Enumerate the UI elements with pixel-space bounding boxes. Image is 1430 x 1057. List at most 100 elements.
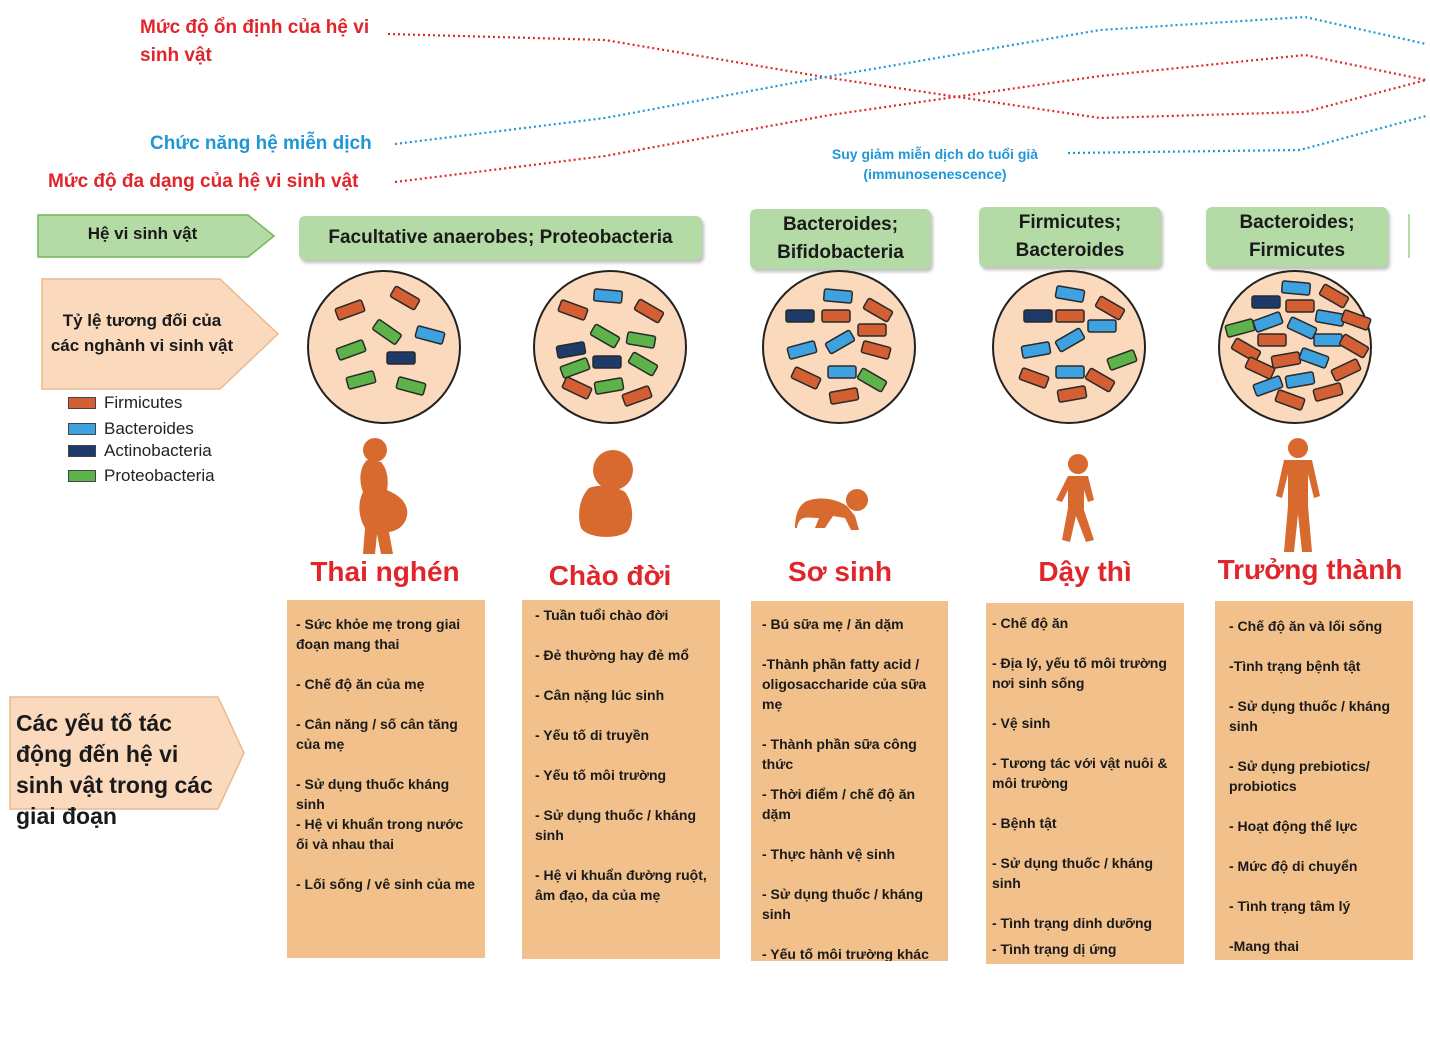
- factor-item: - Sử dụng thuốc kháng sinh: [296, 776, 450, 812]
- bacterium-icon: [335, 339, 367, 361]
- bacteria-circle-outline: [307, 270, 461, 424]
- bacterium-icon: [821, 309, 851, 323]
- microbiota-box-2-line2: Bifidobacteria: [777, 242, 904, 263]
- bacterium-icon: [334, 299, 366, 321]
- bacterium-icon: [561, 376, 593, 400]
- factor-item: - Vệ sinh: [992, 715, 1051, 731]
- factor-item: - Tình trạng dinh dưỡng: [992, 915, 1153, 931]
- bacterium-icon: [1094, 295, 1126, 321]
- bacterium-icon: [1285, 299, 1315, 313]
- bacterium-icon: [822, 288, 854, 304]
- bacterium-icon: [395, 376, 427, 396]
- stability-label: Mức độ ổn định của hệ vi sinh vật: [140, 14, 380, 70]
- ratio-row-label-line1: Tỷ lệ tương đối của: [62, 311, 222, 330]
- bacterium-icon: [860, 340, 892, 360]
- bacterium-icon: [625, 331, 657, 349]
- factor-item: - Lối sống / vê sinh của me: [296, 876, 475, 892]
- trend-lines: [387, 15, 1427, 184]
- bacterium-icon: [1284, 371, 1316, 389]
- bacterium-icon: [856, 367, 888, 393]
- bacterium-icon: [1313, 333, 1343, 347]
- legend-item-firmicutes: Firmicutes: [68, 393, 182, 413]
- bacterium-icon: [1280, 280, 1312, 296]
- bacteria-circle-so-sinh: [762, 270, 916, 424]
- bacterium-icon: [372, 319, 402, 345]
- bacterium-icon: [827, 365, 857, 379]
- child-walking-icon: [1056, 454, 1094, 542]
- bacterium-icon: [621, 385, 653, 407]
- bacterium-icon: [1318, 283, 1350, 309]
- bacterium-icon: [1298, 347, 1330, 369]
- stage-title-truong-thanh: Trưởng thành: [1217, 554, 1403, 585]
- legend-item-actinobacteria: Actinobacteria: [68, 441, 212, 461]
- immune-trend-line: [394, 15, 1427, 146]
- bacterium-icon: [389, 285, 421, 311]
- bacterium-icon: [555, 341, 587, 359]
- factor-item: - Sử dụng prebiotics/ probiotics: [1229, 758, 1370, 794]
- legend-item-bacteroides: Bacteroides: [68, 419, 194, 439]
- legend-swatch: [68, 397, 96, 409]
- microbiota-box-1: Facultative anaerobes; Proteobacteria: [299, 216, 702, 260]
- bacteria-circle-day-thi: [992, 270, 1146, 424]
- factor-item: - Đẻ thường hay đẻ mổ: [535, 647, 689, 663]
- factor-item: -Thành phần fatty acid / oligosaccharide…: [762, 656, 927, 712]
- stage-title-so-sinh: Sơ sinh: [788, 556, 892, 587]
- immunosenescence-trend-line: [1067, 114, 1427, 155]
- bacterium-icon: [857, 323, 887, 337]
- bacterium-icon: [1257, 333, 1287, 347]
- immunosenescence-line1: Suy giảm miễn dịch do tuổi già: [831, 146, 1039, 162]
- bacterium-icon: [386, 351, 416, 365]
- pregnant-woman-icon: [359, 438, 408, 554]
- microbiota-box-edge-divider: [1408, 214, 1410, 258]
- bacterium-icon: [1054, 327, 1086, 353]
- crawling-baby-icon: [795, 489, 868, 530]
- adult-icon: [1276, 438, 1320, 552]
- bacterium-icon: [1252, 311, 1284, 333]
- bacterium-icon: [1106, 349, 1138, 371]
- factor-item: - Bệnh tật: [992, 815, 1057, 831]
- immune-label: Chức năng hệ miễn dịch: [150, 133, 372, 154]
- factor-item: - Địa lý, yếu tố môi trường nơi sinh sốn…: [992, 655, 1167, 691]
- bacterium-icon: [1338, 333, 1370, 359]
- factor-box-chao-doi: - Tuần tuổi chào đời - Đẻ thường hay đẻ …: [522, 600, 720, 959]
- factor-item: - Hệ vi khuẩn trong nước ối và nhau thai: [296, 816, 464, 852]
- microbiota-box-2-line1: Bacteroides;: [782, 214, 899, 235]
- bacterium-icon: [1084, 367, 1116, 393]
- factor-item: - Tình trạng tâm lý: [1229, 898, 1351, 914]
- bacterium-icon: [785, 309, 815, 323]
- factor-item: - Tuần tuổi chào đời: [535, 607, 669, 623]
- bacterium-icon: [1056, 385, 1088, 403]
- factor-item: - Hệ vi khuẩn đường ruột, âm đạo, da của…: [535, 867, 707, 903]
- stage-title-thai-nghen: Thai nghén: [310, 556, 460, 587]
- factors-row-label: Các yếu tố tác động đến hệ vi sinh vật t…: [16, 710, 213, 829]
- bacterium-icon: [828, 387, 860, 405]
- bacterium-icon: [786, 340, 818, 360]
- stage-title-day-thi: Dậy thì: [1038, 556, 1132, 587]
- factor-item: -Tình trạng bệnh tật: [1229, 658, 1361, 674]
- factor-item: - Mức độ di chuyển: [1229, 858, 1358, 874]
- stage-title-chao-doi: Chào đời: [548, 560, 672, 591]
- legend-swatch: [68, 445, 96, 457]
- microbiota-box-4-line2: Firmicutes: [1248, 240, 1346, 261]
- immunosenescence-label: Suy giảm miễn dịch do tuổi già (immunose…: [820, 144, 1050, 184]
- bacterium-icon: [1274, 389, 1306, 411]
- bacterium-icon: [557, 299, 589, 321]
- microbiota-box-3-line1: Firmicutes;: [1018, 212, 1122, 233]
- factor-item: - Cân nặng lúc sinh: [535, 687, 665, 703]
- bacterium-icon: [1312, 382, 1344, 402]
- immunosenescence-line2: (immunosenescence): [863, 166, 1007, 182]
- bacterium-icon: [862, 297, 894, 323]
- factor-item: - Hoạt động thể lực: [1229, 818, 1358, 834]
- microbiota-box-1-text: Facultative anaerobes; Proteobacteria: [328, 227, 673, 248]
- bacterium-icon: [627, 351, 659, 377]
- bacterium-icon: [1054, 285, 1086, 303]
- bacterium-icon: [589, 323, 621, 349]
- factor-item: - Yếu tố di truyền: [535, 727, 650, 743]
- bacterium-icon: [414, 325, 446, 345]
- diversity-trend-line: [394, 53, 1427, 184]
- bacteria-circle-thai-nghen: [307, 270, 461, 424]
- legend-item-proteobacteria: Proteobacteria: [68, 466, 215, 486]
- factor-item: - Bú sữa mẹ / ăn dặm: [762, 616, 904, 632]
- bacterium-icon: [1251, 295, 1281, 309]
- factor-item: - Cân năng / số cân tăng của mẹ: [296, 716, 458, 752]
